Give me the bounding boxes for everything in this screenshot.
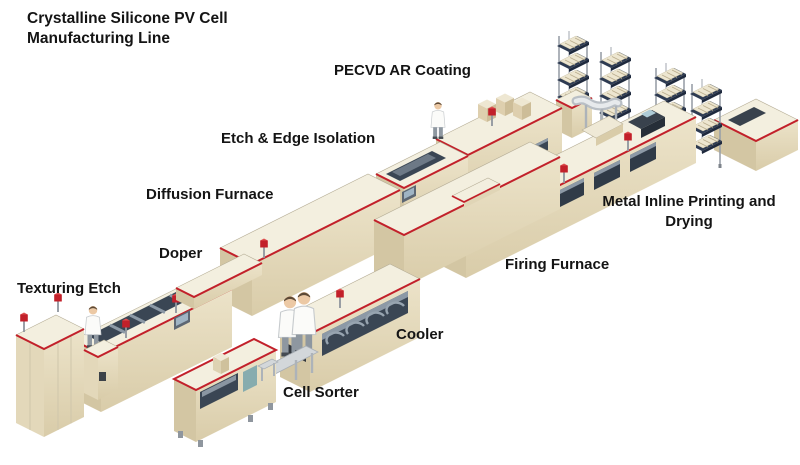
machine-doper — [175, 253, 263, 309]
top-equipment — [581, 109, 665, 146]
furnace-step-lid — [451, 177, 501, 208]
cooling-rollers — [325, 301, 405, 345]
machine-cell-sorter — [171, 337, 279, 447]
label-firing-furnace: Firing Furnace — [505, 256, 610, 273]
sorter-top-cube — [213, 353, 229, 374]
indicator-post — [20, 312, 28, 332]
label-texturing-etch: Texturing Etch — [17, 280, 121, 297]
technician-figure — [430, 101, 446, 140]
label-pecvd-ar-coating: PECVD AR Coating — [334, 62, 471, 79]
label-cooler: Cooler — [396, 326, 444, 343]
label-cell-sorter: Cell Sorter — [283, 384, 359, 401]
sorter-conveyor-stub — [257, 358, 279, 381]
label-doper: Doper — [159, 245, 203, 262]
control-screen — [402, 185, 416, 203]
label-metal-inline-printing: Metal Inline Printing and Drying — [602, 193, 776, 230]
control-screen — [174, 310, 190, 330]
label-diffusion-furnace: Diffusion Furnace — [146, 186, 274, 203]
load-platform — [83, 339, 119, 400]
machine-texturing-etch-cabinet — [15, 292, 85, 437]
machine-drying-exit-section — [713, 98, 799, 171]
label-etch-edge-isolation: Etch & Edge Isolation — [221, 130, 376, 147]
diagram-title: Crystalline Silicone PV Cell Manufacturi… — [27, 10, 228, 48]
